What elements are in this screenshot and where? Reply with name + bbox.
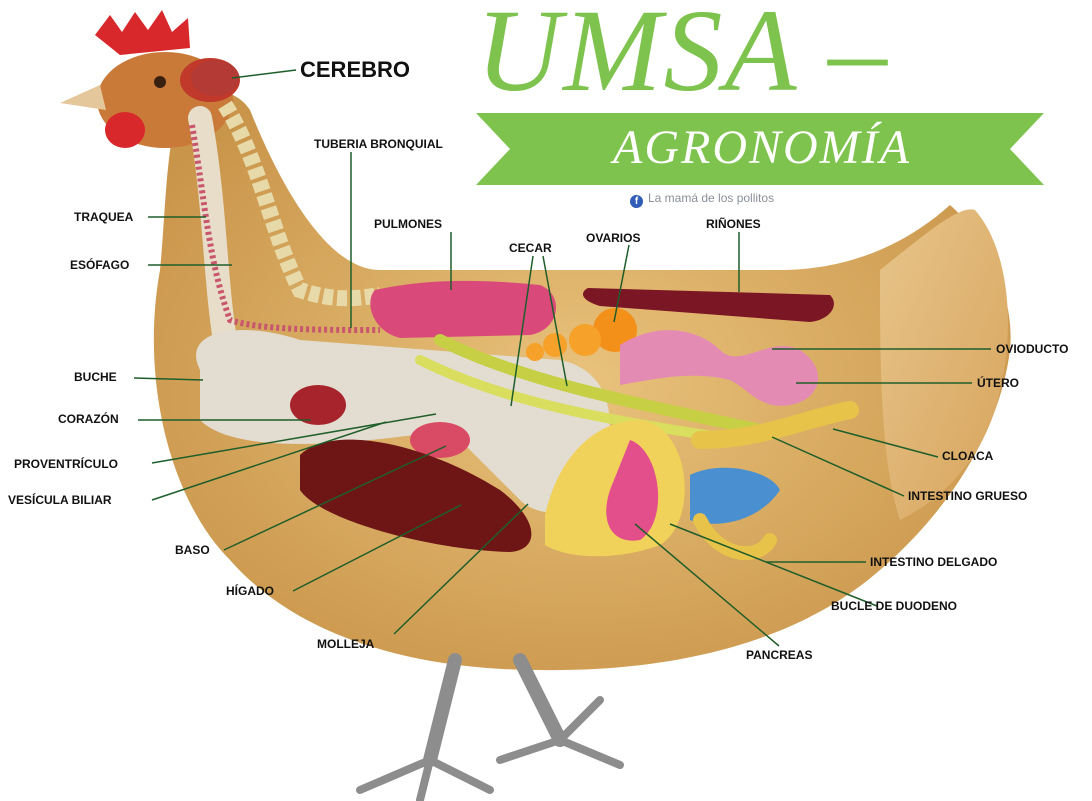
label-esofago: ESÓFAGO [70,257,129,273]
facebook-icon: f [630,195,643,208]
credit-text: La mamá de los pollitos [648,191,774,205]
label-cloaca: CLOACA [942,448,993,464]
label-bucle-duodeno: BUCLE DE DUODENO [831,598,957,614]
label-utero: ÚTERO [977,375,1019,391]
label-tuberia-bronquial: TUBERIA BRONQUIAL [314,136,443,152]
label-baso: BASO [175,542,210,558]
label-pulmones: PULMONES [374,216,442,232]
credit-line[interactable]: f La mamá de los pollitos [630,190,774,206]
label-intestino-delgado: INTESTINO DELGADO [870,554,997,570]
label-buche: BUCHE [74,369,117,385]
label-cecar: CECAR [509,240,552,256]
label-vesicula-biliar: VESÍCULA BILIAR [8,492,112,508]
label-traquea: TRAQUEA [74,209,133,225]
label-higado: HÍGADO [226,583,274,599]
banner-text: AGRONOMÍA [512,118,1012,178]
label-corazon: CORAZÓN [58,411,119,427]
label-ovarios: OVARIOS [586,230,640,246]
header-title: UMSA – [476,0,1092,110]
label-rinones: RIÑONES [706,216,761,232]
label-pancreas: PANCREAS [746,647,812,663]
label-cerebro: CEREBRO [300,57,410,83]
hen-legs [360,660,620,800]
label-oviducto: OVIODUCTO [996,341,1068,357]
label-proventriculo: PROVENTRÍCULO [14,456,118,472]
label-intestino-grueso: INTESTINO GRUESO [908,488,1027,504]
label-molleja: MOLLEJA [317,636,374,652]
